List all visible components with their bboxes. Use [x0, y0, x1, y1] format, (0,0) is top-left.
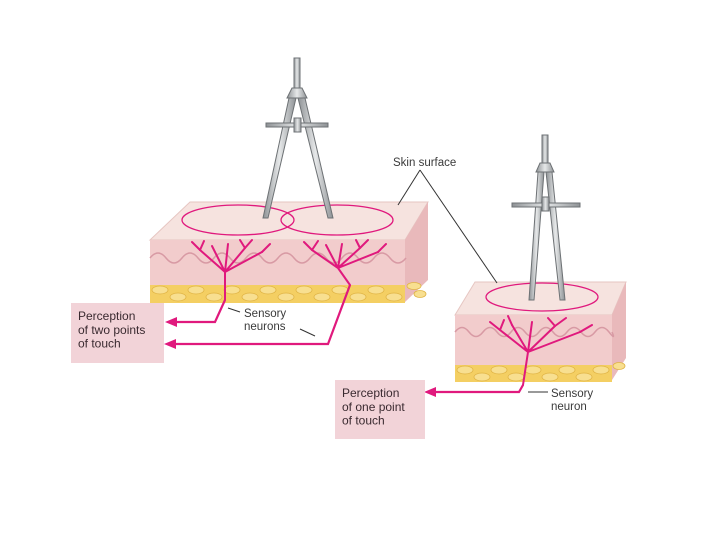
text-line: Perception [78, 309, 135, 323]
skin-side-left [405, 202, 428, 302]
nerve-branches-left [191, 239, 387, 301]
fat-layer-left [150, 285, 405, 303]
arrow-one-point [424, 387, 436, 397]
axon-one-point [432, 384, 524, 394]
perception-two-box [71, 303, 164, 363]
skin-block-one-point [454, 281, 627, 386]
fat-cells-left [151, 282, 427, 302]
fat-cells-right [456, 362, 626, 382]
axons-two-points [174, 284, 352, 346]
arrow-two-points-upper [165, 317, 177, 327]
text-line: of two points [78, 323, 145, 337]
text-line: of touch [78, 337, 121, 351]
nerve-branches-right [489, 315, 593, 386]
dermal-papillae-left [149, 252, 407, 264]
text-line: neuron [551, 401, 587, 413]
text-line: Perception [342, 386, 399, 400]
skin-dermis-right [455, 315, 612, 365]
dermal-papillae-right [454, 326, 615, 338]
text-line: neurons [244, 321, 286, 333]
text-line: of touch [342, 414, 385, 428]
caliper-one-point [511, 134, 581, 301]
caliper-two-points [262, 57, 334, 219]
receptive-field-right [485, 282, 599, 312]
text-line: of one point [342, 400, 405, 414]
text-line: Sensory [551, 388, 593, 400]
skin-surface-leaders [397, 169, 498, 284]
skin-block-two-points [148, 201, 429, 303]
arrow-two-points-lower [164, 339, 176, 349]
skin-top-surface-left [148, 201, 429, 241]
perception-one-box [335, 380, 425, 439]
receptive-field-left-2 [280, 204, 394, 236]
receptive-field-left-1 [181, 204, 295, 236]
text-line: Sensory [244, 308, 286, 320]
skin-top-surface-right [454, 281, 627, 316]
sensory-neurons-leaders [227, 307, 316, 337]
skin-surface-label: Skin surface [393, 157, 456, 169]
skin-side-right [612, 282, 626, 380]
